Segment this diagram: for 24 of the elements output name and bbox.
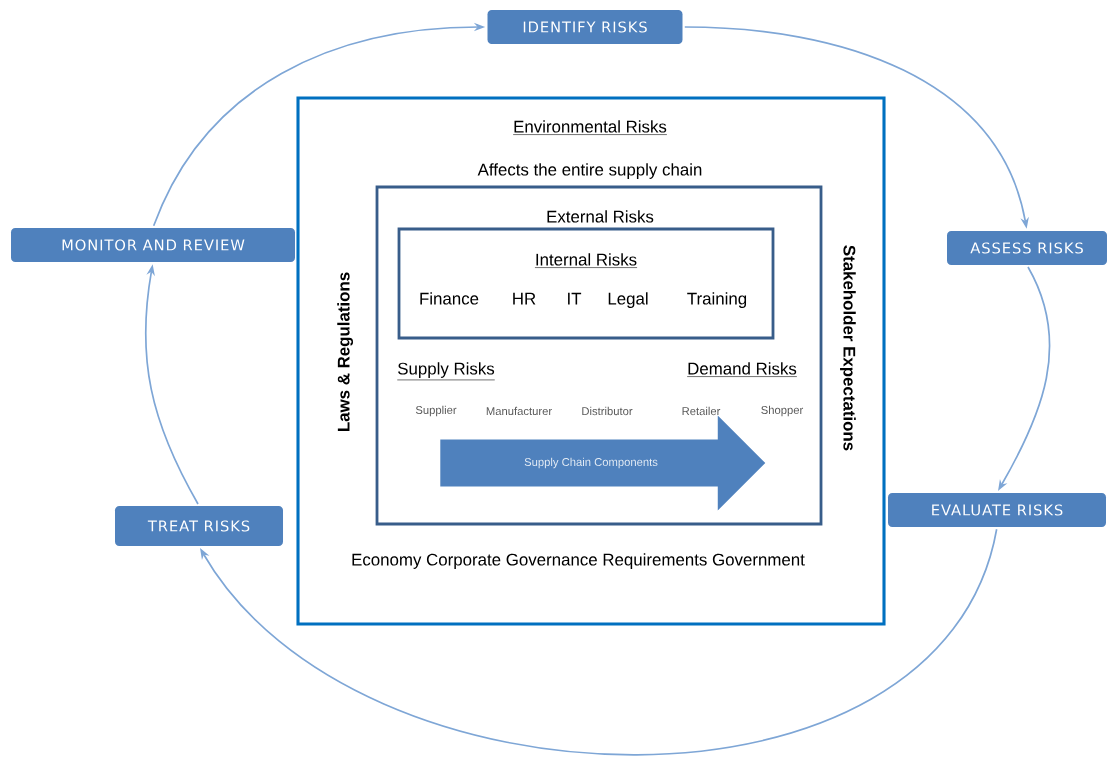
stage-label: Shopper xyxy=(761,405,804,417)
step-box: ASSESS RISKS xyxy=(947,231,1107,265)
side-label: Stakeholder Expectations xyxy=(840,245,856,451)
subheading: Affects the entire supply chain xyxy=(477,163,702,179)
step-box: EVALUATE RISKS xyxy=(888,493,1106,527)
step-box: MONITOR AND REVIEW xyxy=(11,228,295,262)
item-label: Legal xyxy=(608,292,648,308)
cycle-arrow xyxy=(200,528,998,756)
bottom-text: Economy Corporate Governance Requirements Government xyxy=(352,553,805,569)
heading: Demand Risks xyxy=(686,362,798,377)
item-label: Training xyxy=(687,292,747,308)
side-label: Laws & Regulations xyxy=(337,272,354,431)
heading: Supply Risks xyxy=(396,362,496,381)
item-label: IT xyxy=(568,292,582,305)
stage-label: Supplier xyxy=(415,405,457,417)
step-box: IDENTIFY RISKS xyxy=(487,10,683,44)
item-label: HR xyxy=(513,292,536,305)
stage-label: Retailer xyxy=(682,406,721,416)
step-box: TREAT RISKS xyxy=(115,506,283,546)
stage-label: Distributor xyxy=(582,406,633,416)
heading: Environmental Risks xyxy=(512,120,668,135)
heading: External Risks xyxy=(547,210,654,223)
item-label: Finance xyxy=(420,292,479,305)
heading: Internal Risks xyxy=(534,253,638,268)
